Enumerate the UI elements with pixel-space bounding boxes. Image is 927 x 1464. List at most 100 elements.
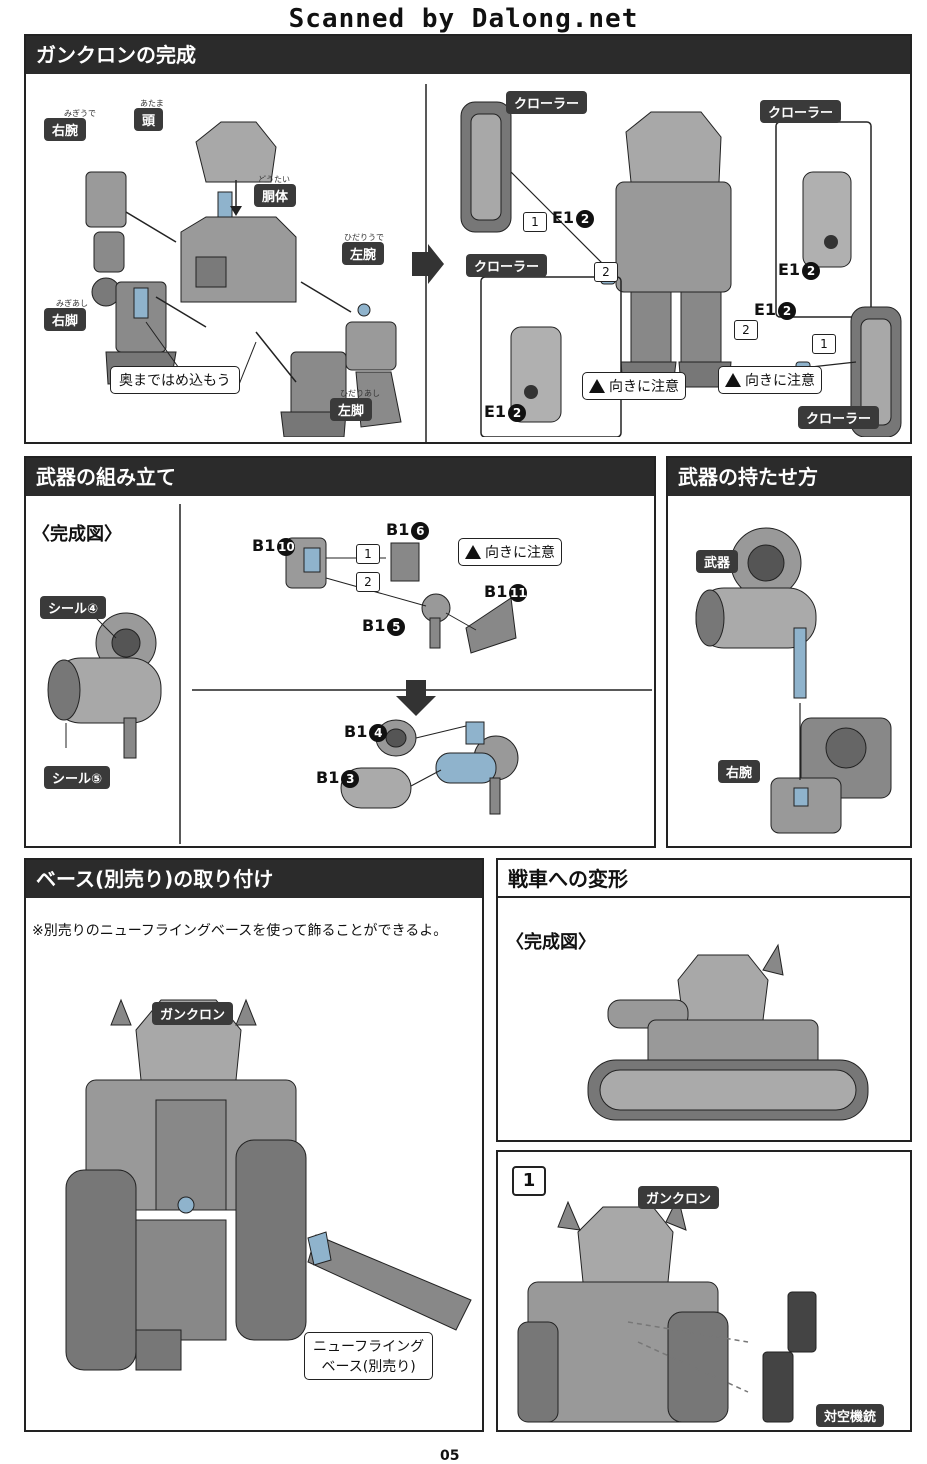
robot-exploded-illustration	[85, 121, 402, 437]
part-number: 10	[277, 538, 296, 556]
part-number: 2	[802, 262, 821, 280]
panel-title: ベース(別売り)の取り付け	[26, 860, 482, 898]
part-code-text: B1	[316, 768, 340, 787]
label-body: 胴体	[254, 184, 297, 207]
part-code-text: E1	[778, 260, 801, 279]
label-crawler-bottom-right: クローラー	[798, 406, 880, 429]
base-label-line1: ニューフライング	[313, 1339, 425, 1355]
part-number: 2	[508, 404, 527, 422]
label-right-arm: 右腕	[44, 118, 87, 141]
step-2: 2	[356, 572, 380, 592]
ruby-left-leg: ひだりあし	[340, 389, 380, 398]
part-number: 11	[509, 584, 528, 602]
part-number: 4	[369, 724, 388, 742]
panel-weapon-holding: 武器の持たせ方 武器 右腕	[666, 456, 912, 848]
part-code-text: E1	[552, 208, 575, 227]
warning-icon	[465, 545, 481, 559]
step-2-left: 2	[594, 262, 618, 282]
completed-view-title: 〈完成図〉	[32, 524, 122, 545]
label-crawler-inset-left: クローラー	[466, 254, 548, 277]
panel-tank-transform: 戦車への変形 〈完成図〉	[496, 858, 912, 1142]
page-number: 05	[440, 1448, 460, 1464]
tank-step-1-illustration	[517, 1195, 817, 1423]
part-number: 5	[387, 618, 406, 636]
label-crawler-top-right: クローラー	[760, 100, 842, 123]
weapon-completed-illustration	[47, 608, 162, 759]
tank-completed-illustration	[587, 943, 869, 1121]
warning-icon	[725, 373, 741, 387]
panel-tank-step-1: 1 ガンクロン 対空機銃	[496, 1150, 912, 1432]
part-code-text: E1	[484, 402, 507, 421]
panel-title: 戦車への変形	[498, 860, 910, 898]
panel-title: ガンクロンの完成	[26, 36, 910, 74]
part-code-text: B1	[252, 536, 276, 555]
label-new-flying-base: ニューフライング ベース(別売り)	[304, 1332, 434, 1380]
part-number: 2	[576, 210, 595, 228]
label-gunkuron: ガンクロン	[152, 1002, 234, 1025]
step-2-right: 2	[734, 320, 758, 340]
label-head: 頭	[134, 108, 164, 131]
scan-credit: Scanned by Dalong.net	[288, 4, 639, 34]
weapon-holding-illustration	[695, 527, 892, 834]
warning-icon	[589, 379, 605, 393]
panel-base-attachment: ベース(別売り)の取り付け ※別売りのニューフライングベースを使って飾ることがで…	[24, 858, 484, 1432]
robot-on-base-illustration	[65, 998, 472, 1371]
label-gunkuron: ガンクロン	[638, 1186, 720, 1209]
label-seal-5: シール⑤	[44, 766, 111, 789]
part-code-text: B1	[362, 616, 386, 635]
down-arrow	[396, 680, 436, 716]
warning-orientation-left: 向きに注意	[582, 372, 686, 400]
label-push-in: 奥まではめ込もう	[110, 366, 240, 394]
part-number: 3	[341, 770, 360, 788]
warning-orientation-right: 向きに注意	[718, 366, 822, 394]
weapon-exploded-illustration	[285, 537, 517, 654]
part-number: 2	[778, 302, 797, 320]
label-anti-air-gun: 対空機銃	[816, 1404, 885, 1427]
warning-text: 向きに注意	[609, 379, 679, 395]
step-1-right: 1	[812, 334, 836, 354]
warning-orientation: 向きに注意	[458, 538, 562, 566]
panel-gunkuron-complete: ガンクロンの完成 みぎうで 右腕 あたま	[24, 34, 912, 444]
part-code-text: E1	[754, 300, 777, 319]
part-number: 6	[411, 522, 430, 540]
completed-view-title: 〈完成図〉	[506, 932, 596, 953]
warning-text: 向きに注意	[485, 545, 555, 561]
label-seal-4: シール④	[40, 596, 107, 619]
step-1: 1	[356, 544, 380, 564]
base-note: ※別売りのニューフライングベースを使って飾ることができるよ。	[32, 923, 448, 939]
part-code-text: B1	[484, 582, 508, 601]
robot-with-crawlers-illustration	[460, 101, 902, 437]
label-left-leg: 左脚	[330, 398, 373, 421]
label-right-arm: 右腕	[718, 760, 761, 783]
label-left-arm: 左腕	[342, 242, 385, 265]
ruby-body: どうたい	[258, 175, 290, 184]
ruby-right-arm: みぎうで	[64, 109, 96, 118]
panel-title: 武器の組み立て	[26, 458, 654, 496]
part-code-text: B1	[386, 520, 410, 539]
step-number: 1	[512, 1166, 546, 1196]
label-weapon: 武器	[696, 550, 739, 573]
step-1-left: 1	[523, 212, 547, 232]
part-code-text: B1	[344, 722, 368, 741]
warning-text: 向きに注意	[745, 373, 815, 389]
ruby-head: あたま	[140, 99, 164, 108]
weapon-barrel-assembly-illustration	[340, 719, 519, 815]
ruby-left-arm: ひだりうで	[344, 233, 384, 242]
ruby-right-leg: みぎあし	[56, 299, 88, 308]
next-arrow	[412, 244, 444, 284]
panel-title: 武器の持たせ方	[668, 458, 910, 496]
base-label-line2: ベース(別売り)	[321, 1359, 416, 1375]
label-crawler-top-left: クローラー	[506, 91, 588, 114]
label-right-leg: 右脚	[44, 308, 87, 331]
